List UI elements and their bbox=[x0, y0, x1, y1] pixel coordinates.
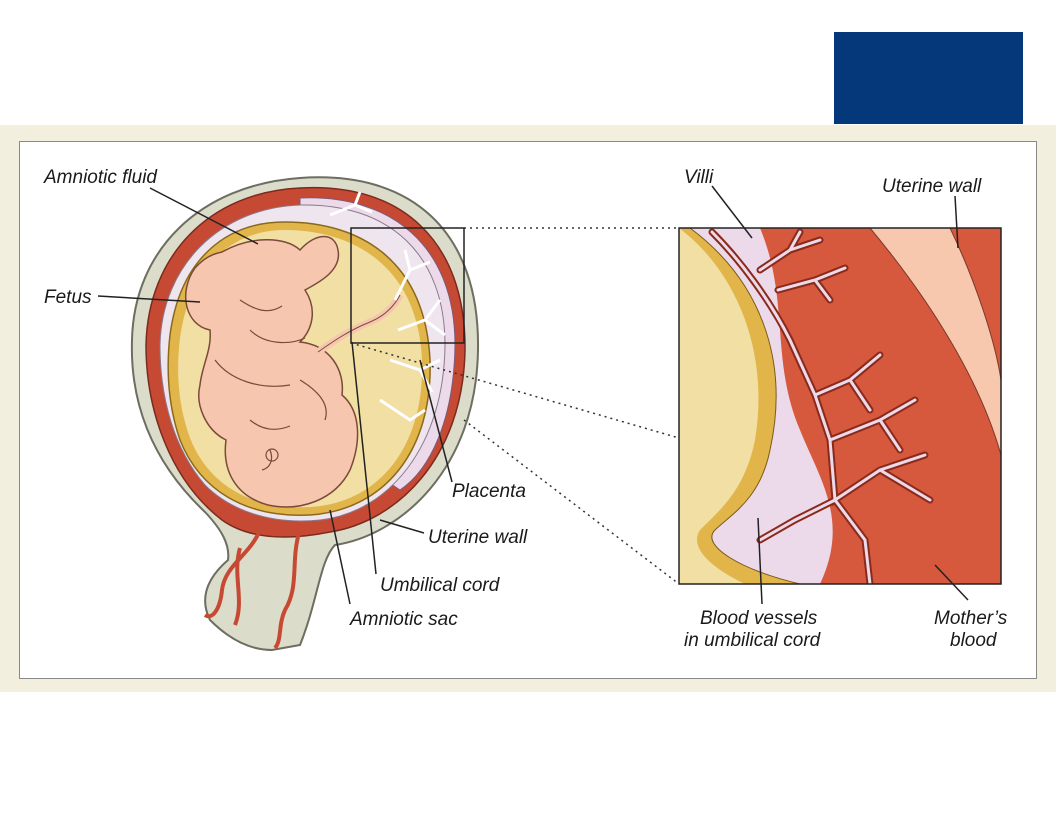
detail-amniotic-fluid bbox=[679, 228, 759, 584]
label-uterine-wall: Uterine wall bbox=[428, 527, 528, 548]
fetus-ear bbox=[265, 448, 279, 462]
fetus-body bbox=[184, 235, 359, 508]
label-placenta: Placenta bbox=[452, 481, 526, 502]
label-villi: Villi bbox=[684, 167, 714, 188]
label-amniotic-sac: Amniotic sac bbox=[349, 609, 458, 630]
label-amniotic-fluid: Amniotic fluid bbox=[43, 167, 158, 188]
fetus-figure bbox=[184, 235, 359, 508]
label-fetus: Fetus bbox=[44, 287, 92, 308]
label-blood-vessels-2: in umbilical cord bbox=[684, 630, 822, 651]
leader-lines bbox=[97, 185, 969, 605]
label-blood-vessels-1: Blood vessels bbox=[700, 608, 818, 629]
uterus-illustration bbox=[130, 176, 480, 652]
label-mothers-blood-1: Mother’s bbox=[934, 608, 1008, 629]
fetus-limb-lines bbox=[214, 299, 327, 471]
detail-source-box bbox=[350, 227, 465, 344]
detail-frame bbox=[678, 227, 1002, 585]
accent-block bbox=[834, 32, 1023, 124]
cervix-vessels bbox=[203, 529, 302, 650]
detail-view bbox=[679, 228, 1001, 584]
umbilical-cord-outline bbox=[317, 294, 401, 353]
detail-villi-inner bbox=[710, 230, 932, 584]
label-umbilical-cord: Umbilical cord bbox=[380, 575, 501, 596]
label-uterine-wall-detail: Uterine wall bbox=[882, 176, 982, 197]
label-mothers-blood-2: blood bbox=[950, 630, 998, 651]
